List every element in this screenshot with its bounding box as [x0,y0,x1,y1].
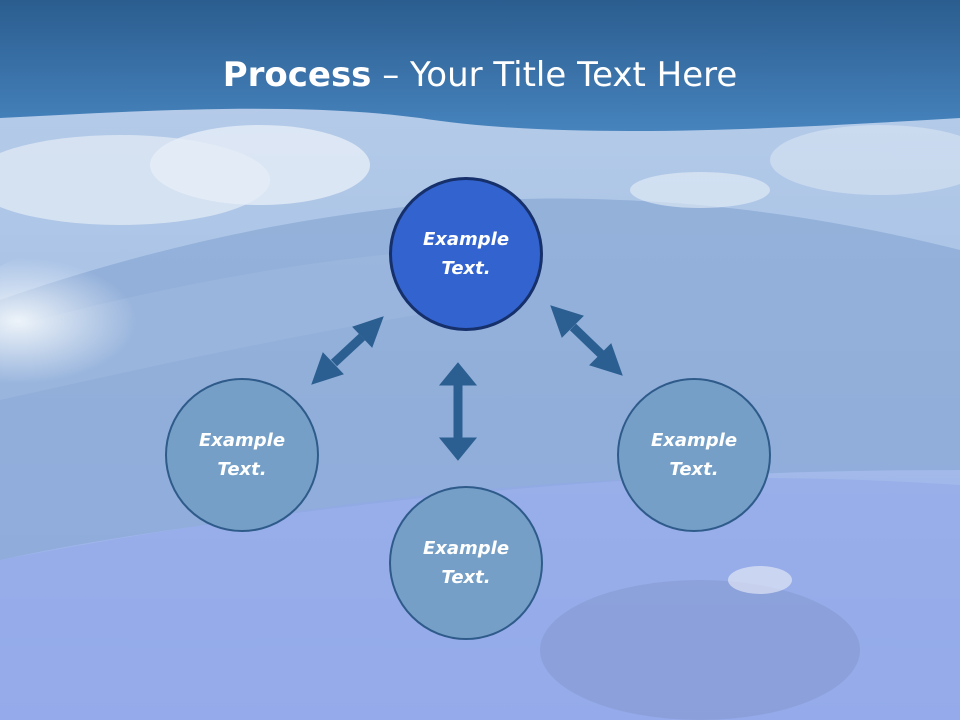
node-right-line1: Example [650,430,738,451]
node-top-line1: Example [422,229,510,250]
node-top-line2: Text. [441,258,491,279]
node-left-line2: Text. [217,459,267,480]
node-left-line1: Example [198,430,286,451]
arrow-top-left [311,316,384,385]
node-right-line2: Text. [669,459,719,480]
title-bold: Process [222,55,372,95]
arrow-top-right [550,305,623,376]
title-rest: – Your Title Text Here [371,55,738,95]
slide-title: Process – Your Title Text Here [0,50,960,100]
node-bottom-line2: Text. [441,567,491,588]
arrow-vertical [438,362,478,461]
node-bottom-line1: Example [422,538,510,559]
